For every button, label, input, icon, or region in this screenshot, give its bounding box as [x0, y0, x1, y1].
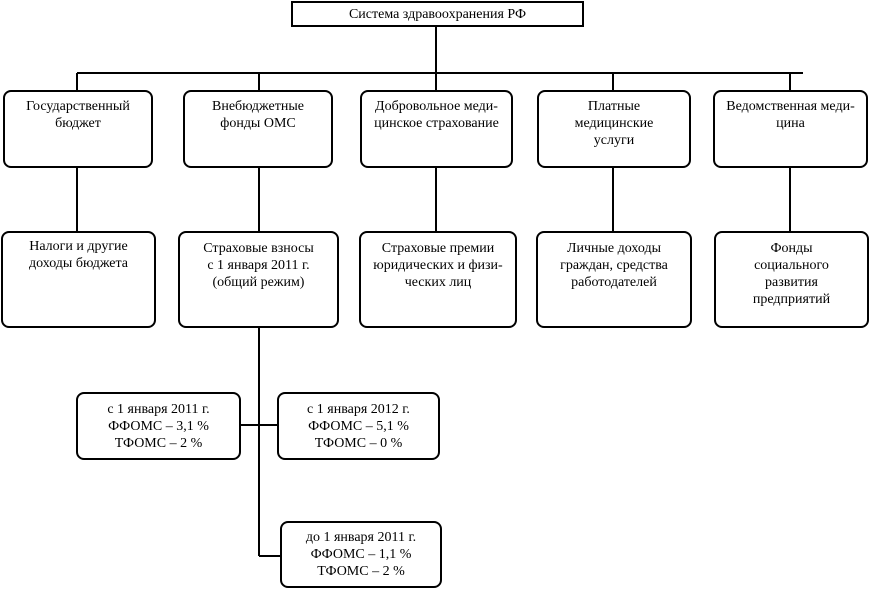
source-node-label: цина: [776, 116, 805, 131]
rate-node-label: ФФОМС – 1,1 %: [310, 547, 412, 562]
source-node-label: бюджет: [55, 116, 101, 131]
rate-node-label: ФФОМС – 5,1 %: [308, 418, 409, 434]
source-node-label: Внебюджетные: [212, 99, 304, 114]
revenue-node-label: Налоги и другие: [29, 239, 128, 254]
root-node: Система здравоохранения РФ: [291, 1, 584, 27]
revenue-node-label: социального: [754, 258, 829, 273]
rate-node-before-2011: до 1 января 2011 г. ФФОМС – 1,1 % ТФОМС …: [280, 521, 442, 588]
source-node-label: Государственный: [26, 99, 130, 114]
source-node-label: фонды ОМС: [220, 116, 296, 131]
source-node-label: медицинские: [574, 116, 654, 131]
rate-node-label: ФФОМС – 3,1 %: [108, 418, 209, 434]
rate-node-from-2011: с 1 января 2011 г. ФФОМС – 3,1 % ТФОМС –…: [76, 392, 241, 460]
source-node-voluntary-insurance: Добровольное меди- цинское страхование: [360, 90, 513, 168]
rate-node-label: с 1 января 2011 г.: [107, 401, 210, 417]
revenue-node-label: Личные доходы: [566, 241, 661, 256]
revenue-node-label: (общий режим): [212, 275, 305, 290]
source-node-oms-funds: Внебюджетные фонды ОМС: [183, 90, 333, 168]
revenue-node-label: предприятий: [752, 292, 831, 307]
rate-node-label: ТФОМС – 0 %: [314, 435, 403, 451]
revenue-node-label: граждан, средства: [560, 258, 668, 273]
revenue-node-label: Страховые взносы: [203, 241, 314, 256]
revenue-node-label: юридических и физи-: [373, 258, 503, 273]
root-node-label: Система здравоохранения РФ: [348, 6, 527, 22]
revenue-node-taxes: Налоги и другие доходы бюджета: [1, 231, 156, 328]
source-node-label: цинское страхование: [374, 116, 499, 131]
source-node-label: Добровольное меди-: [375, 99, 498, 114]
source-node-label: Ведомственная меди-: [726, 99, 855, 114]
rate-node-label: с 1 января 2012 г.: [307, 401, 410, 417]
source-node-state-budget: Государственный бюджет: [3, 90, 153, 168]
revenue-node-personal-income: Личные доходы граждан, средства работода…: [536, 231, 692, 328]
revenue-node-label: ческих лиц: [404, 275, 472, 290]
rate-node-label: ТФОМС – 2 %: [114, 435, 203, 451]
revenue-node-label: Страховые премии: [381, 241, 495, 256]
revenue-node-label: развития: [765, 275, 818, 290]
revenue-node-label: работодателей: [571, 275, 657, 290]
revenue-node-social-development-funds: Фонды социального развития предприятий: [714, 231, 869, 328]
source-node-label: услуги: [593, 133, 635, 148]
revenue-node-insurance-premiums: Страховые премии юридических и физи- чес…: [359, 231, 517, 328]
revenue-node-label: с 1 января 2011 г.: [207, 258, 310, 273]
revenue-node-label: Фонды: [770, 241, 813, 256]
rate-node-label: до 1 января 2011 г.: [305, 530, 417, 545]
revenue-node-label: доходы бюджета: [28, 256, 129, 271]
revenue-node-insurance-contributions: Страховые взносы с 1 января 2011 г. (общ…: [178, 231, 339, 328]
rate-node-label: ТФОМС – 2 %: [317, 564, 405, 579]
source-node-paid-services: Платные медицинские услуги: [537, 90, 691, 168]
source-node-departmental-medicine: Ведомственная меди- цина: [713, 90, 868, 168]
source-node-label: Платные: [587, 99, 641, 114]
rate-node-from-2012: с 1 января 2012 г. ФФОМС – 5,1 % ТФОМС –…: [277, 392, 440, 460]
